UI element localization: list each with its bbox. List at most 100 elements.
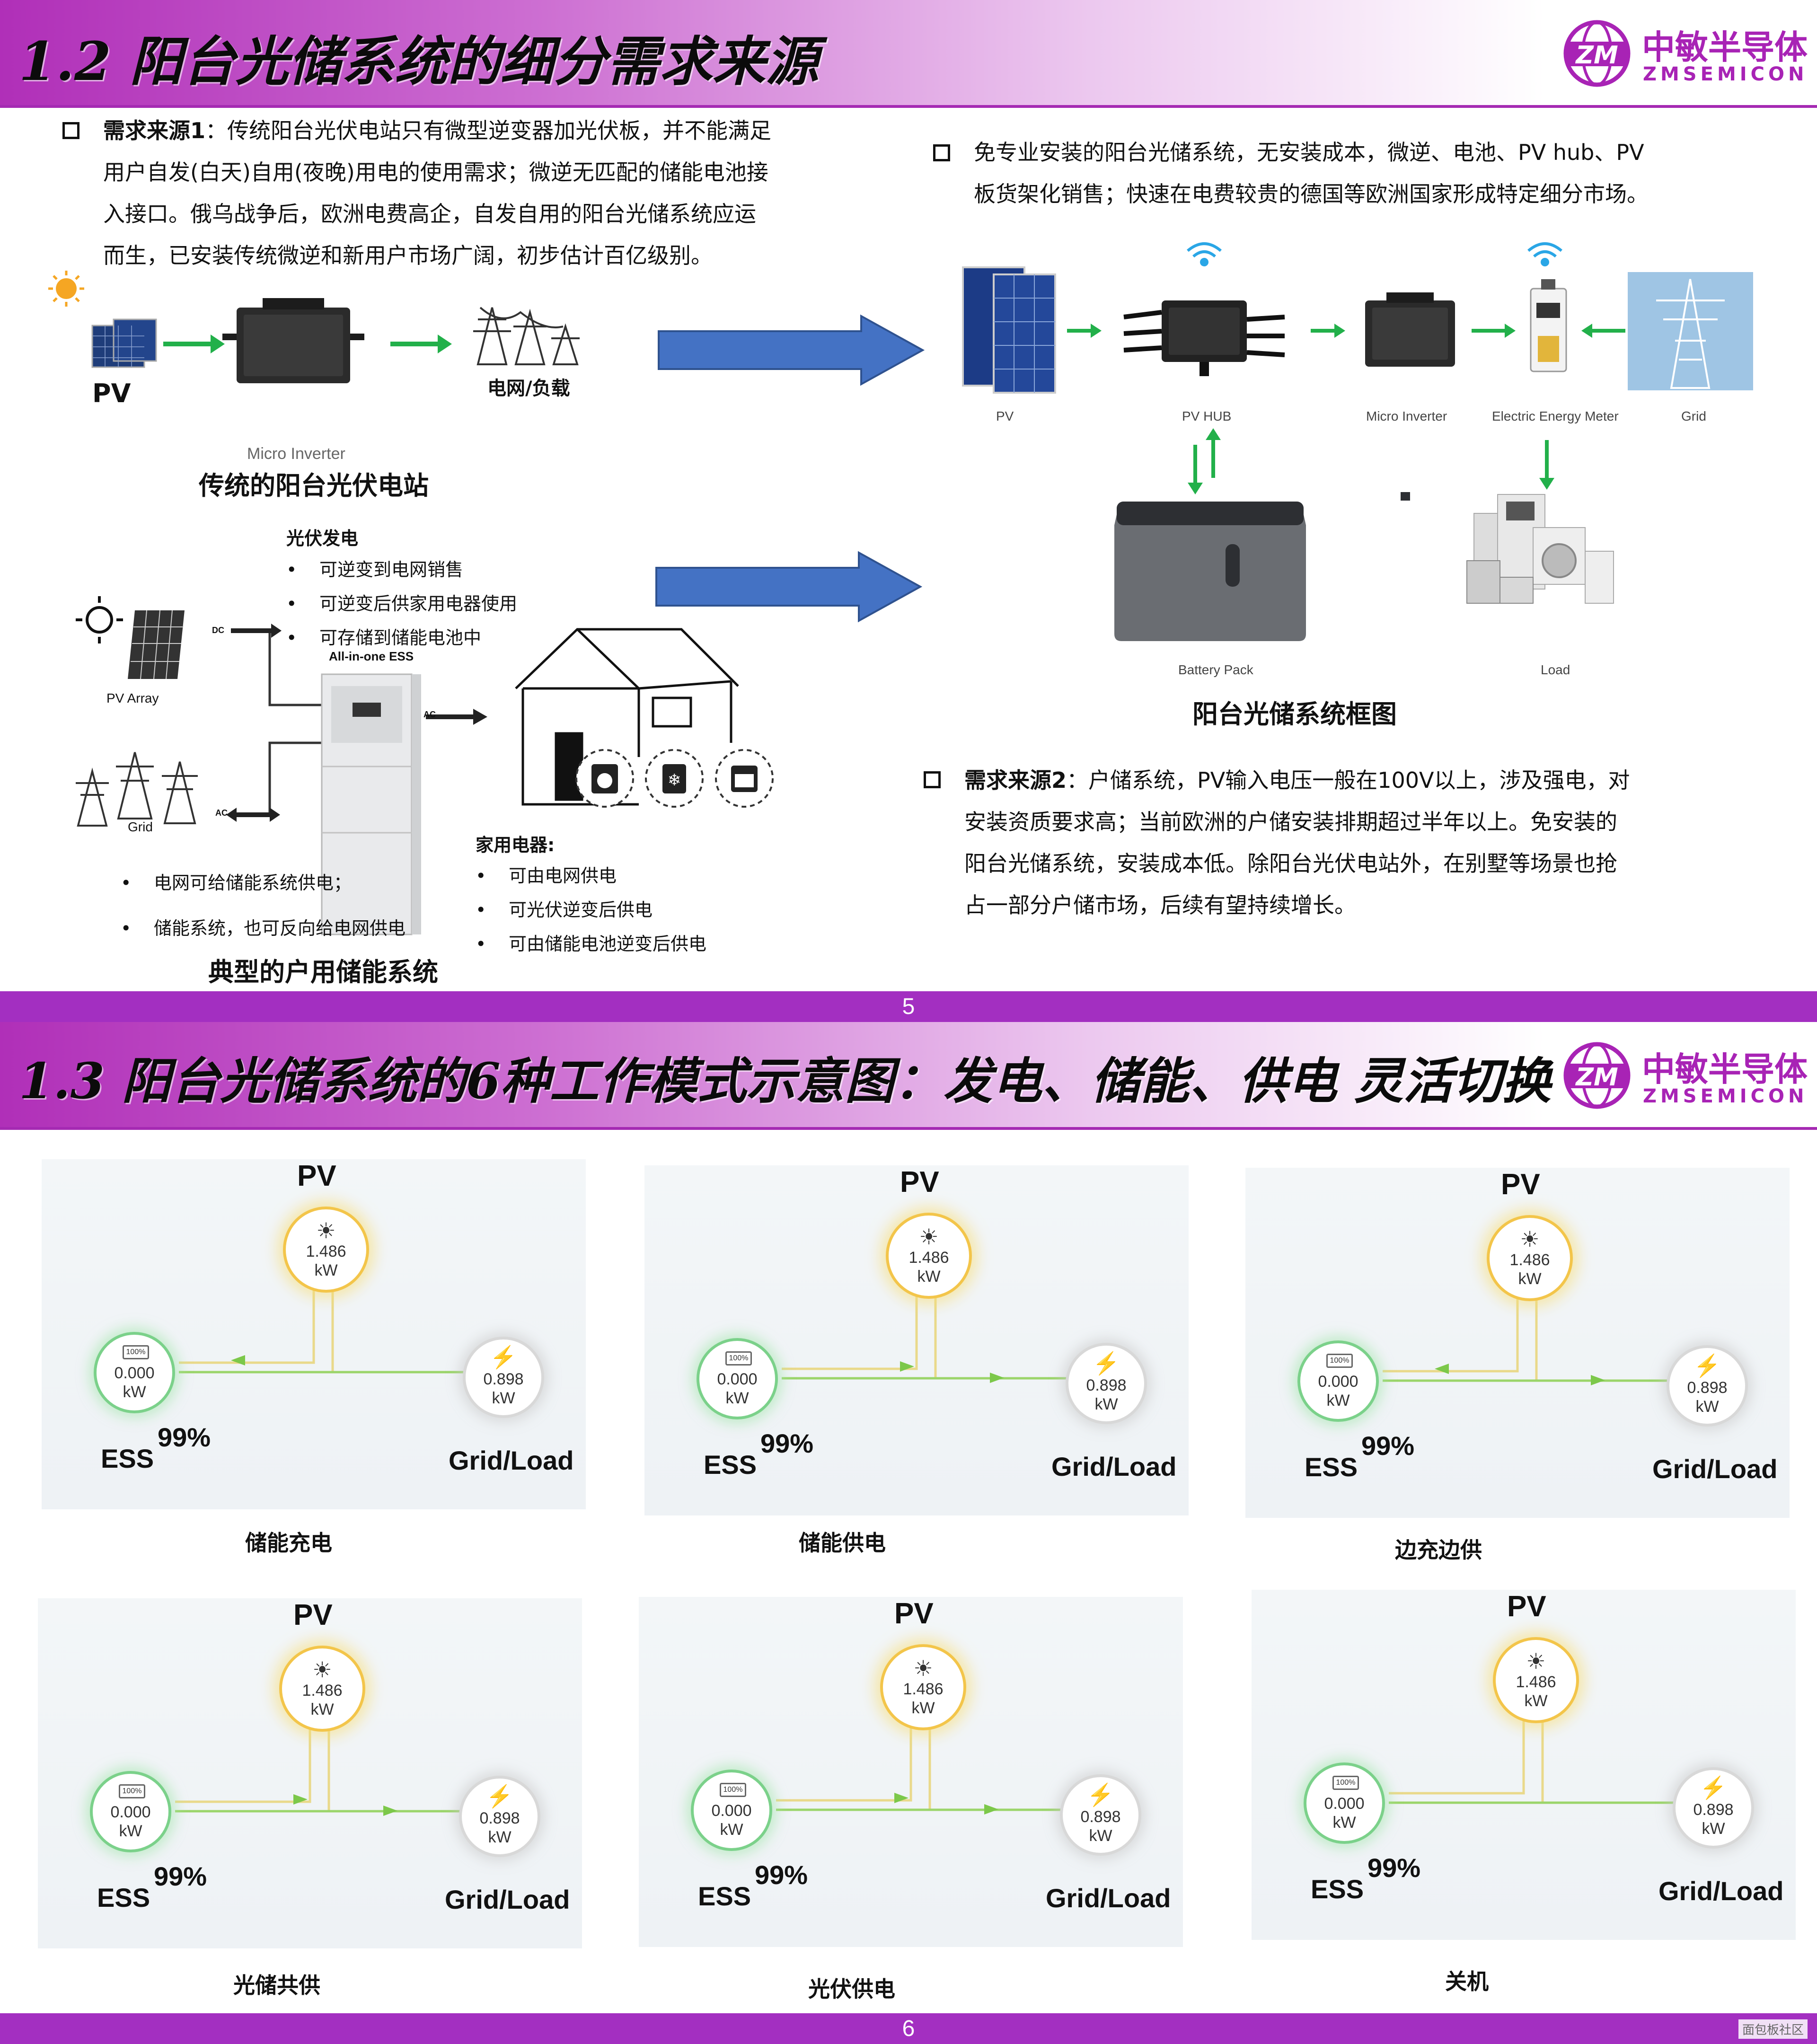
ess-soc: 99% (158, 1422, 211, 1452)
framework-label-energy-meter: Electric Energy Meter (1492, 409, 1619, 423)
pv-power-value: 1.486 (302, 1682, 343, 1700)
pv-power-unit: kW (917, 1268, 941, 1286)
svg-text:ZM: ZM (1575, 41, 1618, 70)
install-free-paragraph: 免专业安装的阳台光储系统，无安装成本，微逆、电池、PV hub、PV 板货架化销… (974, 132, 1778, 215)
mode-caption: 光伏供电 (808, 1976, 895, 2002)
para-line: 安装资质要求高；当前欧洲的户储安装排期超过半年以上。免安装的 (964, 809, 1617, 835)
battery-pack-label: Battery Pack (1178, 662, 1253, 677)
grid-power-unit: kW (1089, 1827, 1112, 1845)
solar-panel-icon: ☀ (1520, 1227, 1540, 1251)
solar-panel-icon: ☀ (919, 1225, 939, 1249)
battery-icon: 100% (1326, 1354, 1353, 1368)
solar-panel-icon: ☀ (316, 1218, 336, 1243)
framework-label-grid: Grid (1681, 409, 1706, 423)
solar-panel-icon: ☀ (1526, 1649, 1546, 1674)
pv-power-value: 1.486 (908, 1249, 949, 1267)
sun-icon (48, 271, 84, 307)
wifi-icon (1187, 242, 1222, 266)
grid-power-value: 0.898 (483, 1370, 524, 1388)
ess-power-unit: kW (1332, 1814, 1356, 1832)
flow-lines (179, 1282, 477, 1374)
ess-soc: 99% (755, 1860, 808, 1890)
sun-icon (76, 596, 123, 643)
pv-label: PV (297, 1160, 336, 1192)
ess-power-unit: kW (720, 1821, 743, 1839)
appliance-title: 家用电器: (476, 835, 555, 855)
demand-source-2: 需求来源2：户储系统，PV输入电压一般在100V以上，涉及强电，对 安装资质要求… (964, 759, 1788, 926)
svg-text:ZM: ZM (1575, 1063, 1618, 1092)
framework-label-micro-inverter: Micro Inverter (1366, 409, 1447, 423)
company-logo: ZM 中敏半导体 ZMSEMICON (1561, 1036, 1808, 1117)
grid-tower-icon: ⚡ (490, 1345, 517, 1369)
solar-panel-icon (91, 318, 157, 368)
ess-label: ESS (698, 1881, 751, 1911)
pv-power-value: 1.486 (1509, 1251, 1550, 1269)
flow-lines (175, 1721, 473, 1816)
ess-power-value: 0.000 (1318, 1373, 1358, 1391)
pv-power-value: 1.486 (1516, 1673, 1556, 1691)
electric-energy-meter-icon (1530, 279, 1567, 372)
list-item: 可存储到储能电池中 (286, 621, 712, 655)
mode-caption: 光储共供 (233, 1973, 320, 1998)
para-line: 阳台光储系统，安装成本低。除阳台光伏电站外，在别墅等场景也抢 (964, 851, 1617, 876)
ess-power-unit: kW (119, 1822, 142, 1840)
grid-power-value: 0.898 (1687, 1379, 1728, 1397)
mode-caption: 边充边供 (1395, 1537, 1482, 1563)
logo-text-cn: 中敏半导体 (1642, 28, 1808, 67)
traditional-pv-caption: 传统的阳台光伏电站 (199, 471, 429, 501)
para-line: 占一部分户储市场，后续有望持续增长。 (964, 892, 1356, 918)
list-item: 储能系统，也可反向给电网供电 (121, 911, 499, 945)
battery-icon: 100% (720, 1783, 746, 1797)
logo-text-cn: 中敏半导体 (1642, 1050, 1808, 1089)
grid-power-value: 0.898 (1693, 1801, 1734, 1819)
header-divider (0, 105, 1817, 108)
grid-power-unit: kW (488, 1828, 512, 1846)
framework-label-pv: PV (996, 409, 1014, 423)
slide-footer (0, 2013, 1817, 2044)
para-line: 而生，已安装传统微逆和新用户市场广阔，初步估计百亿级别。 (103, 243, 713, 268)
flow-lines (1383, 1291, 1681, 1385)
slide-header (0, 0, 1817, 106)
blue-arrow-icon (658, 314, 925, 386)
grid-load-label: Grid/Load (1046, 1883, 1171, 1913)
logo-text-en: ZMSEMICON (1643, 1085, 1808, 1107)
ac-label: AC (215, 808, 228, 818)
ess-power-value: 0.000 (711, 1802, 752, 1820)
ess-power-value: 0.000 (717, 1370, 758, 1388)
zm-logo-icon: ZM (1563, 1042, 1631, 1109)
micro-inverter-label: Micro Inverter (247, 445, 345, 463)
ess-power-unit: kW (725, 1389, 749, 1407)
flow-lines (776, 1720, 1074, 1815)
traditional-pv-diagram (48, 271, 580, 383)
pv-array-label: PV Array (106, 691, 159, 705)
slide-footer (0, 991, 1817, 1022)
grid-label: Grid (128, 819, 153, 834)
list-item: 电网可给储能系统供电； (121, 866, 499, 900)
micro-inverter-icon (1365, 292, 1455, 367)
demand-source-1: 需求来源1：传统阳台光伏电站只有微型逆变器加光伏板，并不能满足 用户自发(白天)… (103, 110, 841, 276)
pv-label: PV (92, 379, 131, 408)
company-logo: ZM 中敏半导体 ZMSEMICON (1561, 14, 1808, 95)
pv-label: PV (293, 1599, 333, 1631)
grid-tower-icon: ⚡ (1087, 1782, 1114, 1807)
grid-power-value: 0.898 (479, 1809, 520, 1827)
slide-title: 1.2 阳台光储系统的细分需求来源 (19, 31, 819, 93)
